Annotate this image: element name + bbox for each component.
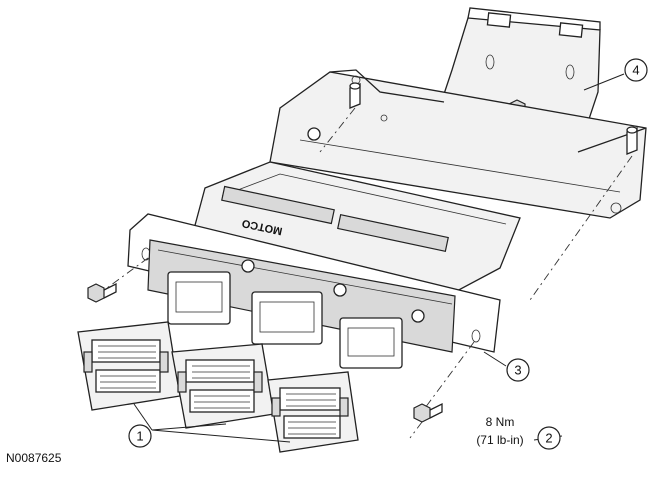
connector-2 (171, 343, 275, 429)
module-header-3 (339, 309, 425, 369)
connector-3 (267, 371, 359, 453)
callout-3: 3 (506, 358, 530, 382)
mounting-stud-left (349, 82, 361, 109)
connector-1 (77, 321, 181, 411)
callout-4-number: 4 (632, 63, 639, 78)
control-module: MOTCO (127, 161, 521, 369)
torque-metric: 8 Nm (486, 415, 515, 429)
callout-2-number: 2 (545, 431, 552, 446)
bolt-left (87, 257, 149, 303)
callout-1: 1 (128, 424, 152, 448)
figure-id: N0087625 (6, 451, 62, 465)
callout-3-number: 3 (514, 363, 521, 378)
torque-imperial: (71 lb-in) (476, 433, 523, 447)
callout-1-number: 1 (136, 429, 143, 444)
callout-2: 2 (537, 426, 561, 450)
callout-4: 4 (624, 58, 648, 82)
bolt-right (409, 341, 475, 439)
mounting-stud-right (626, 126, 638, 155)
mounting-bracket (269, 7, 647, 219)
module-header-2 (251, 283, 347, 345)
module-header-1 (167, 259, 255, 325)
